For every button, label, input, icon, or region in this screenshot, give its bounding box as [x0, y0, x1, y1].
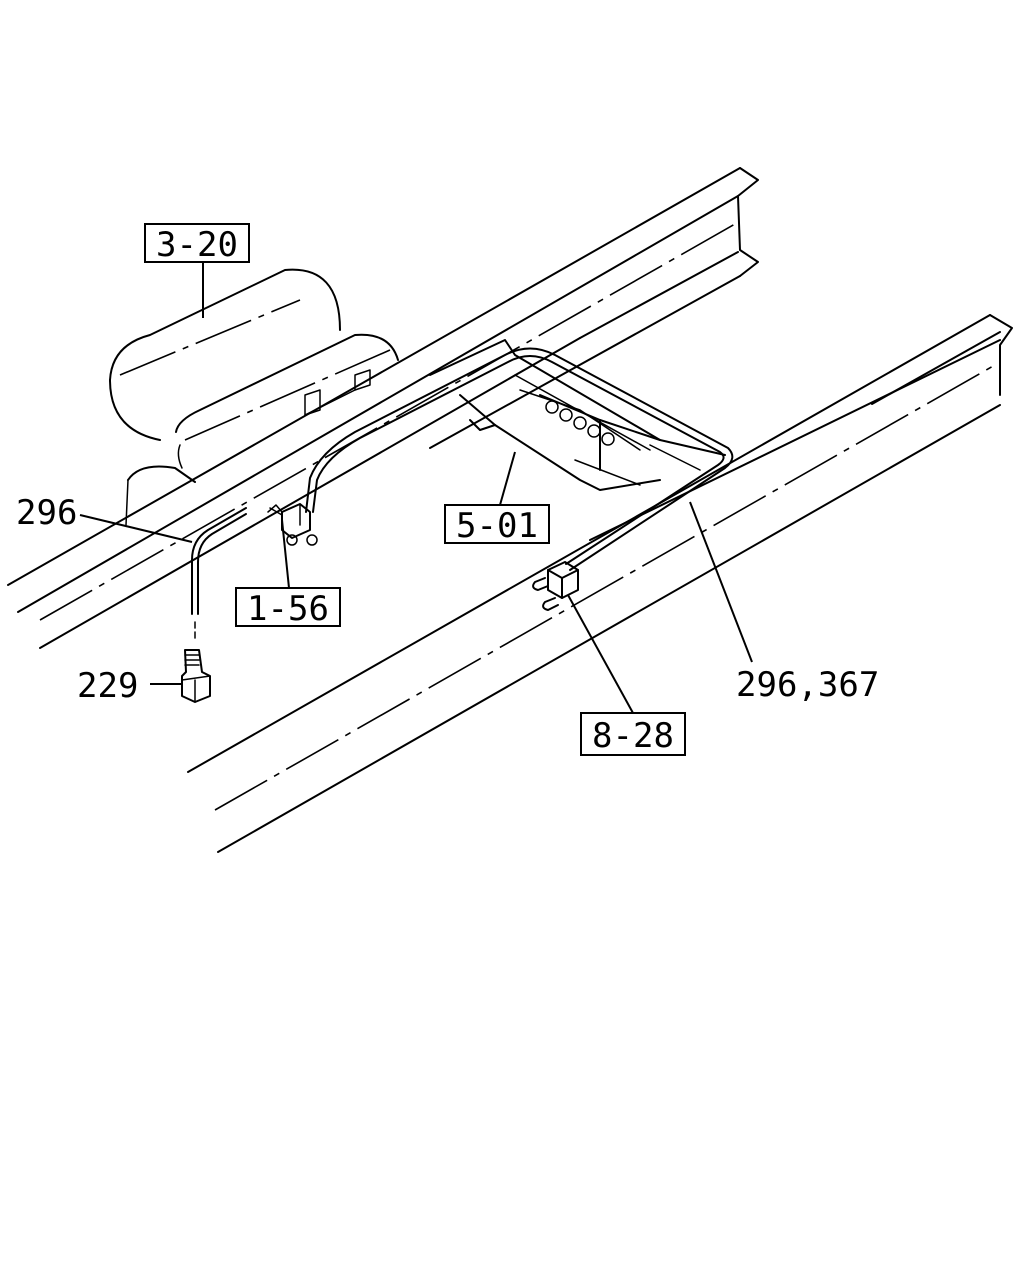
cross-member: [429, 339, 726, 491]
fitting-229: [181, 621, 211, 703]
callout-5-01: 5-01: [444, 504, 550, 546]
pipe-296-367: [305, 347, 734, 571]
fitting-1-56: [267, 503, 318, 546]
lower-frame-rail: [187, 314, 1013, 853]
part-296-label: 296: [16, 493, 77, 533]
upper-frame-rail: [7, 167, 759, 649]
callout-5-01-label: 5-01: [456, 506, 538, 546]
callout-3-20: 3-20: [144, 223, 250, 265]
part-229-label: 229: [77, 666, 138, 706]
callout-1-56: 1-56: [235, 587, 341, 629]
part-296-367-label: 296,367: [736, 665, 879, 705]
connector-8-28: [532, 561, 579, 611]
tank-bracket: [304, 369, 371, 416]
leader-lines: [79, 262, 753, 714]
callout-3-20-label: 3-20: [156, 225, 238, 265]
callout-8-28-label: 8-28: [592, 716, 674, 756]
callout-1-56-label: 1-56: [247, 589, 329, 629]
pipe-296: [191, 507, 247, 615]
callout-8-28: 8-28: [580, 712, 686, 756]
tank: [109, 268, 399, 526]
